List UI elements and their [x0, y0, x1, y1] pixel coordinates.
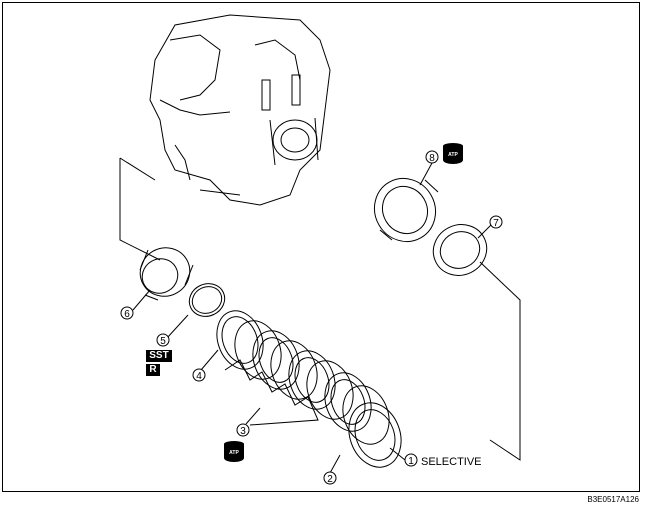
callout-4-number: 4 — [196, 371, 202, 382]
callout-1-number: 1 — [408, 456, 414, 467]
clutch-plate-stack — [216, 310, 402, 468]
callout-3-number: 3 — [240, 426, 246, 437]
clutch-drum — [373, 177, 439, 243]
callout-1-label: SELECTIVE — [421, 456, 482, 468]
figure-code: B3E0517A126 — [587, 495, 639, 504]
atp-oil-can-icon: ATP — [443, 143, 463, 167]
diagram-border — [2, 2, 640, 492]
transmission-case-illustration — [149, 14, 331, 206]
callout-6-number: 6 — [124, 309, 130, 320]
callout-7-number: 7 — [493, 218, 499, 229]
callout-5-number: 5 — [160, 336, 166, 347]
roller-bearing — [139, 247, 194, 301]
replace-tag: R — [146, 364, 160, 376]
atp-label: ATP — [229, 450, 239, 456]
sst-tag: SST — [146, 350, 172, 362]
atp-label: ATP — [448, 152, 458, 158]
callout-8-number: 8 — [429, 153, 435, 164]
callout-2-number: 2 — [327, 474, 333, 485]
atp-oil-can-icon: ATP — [224, 441, 244, 465]
